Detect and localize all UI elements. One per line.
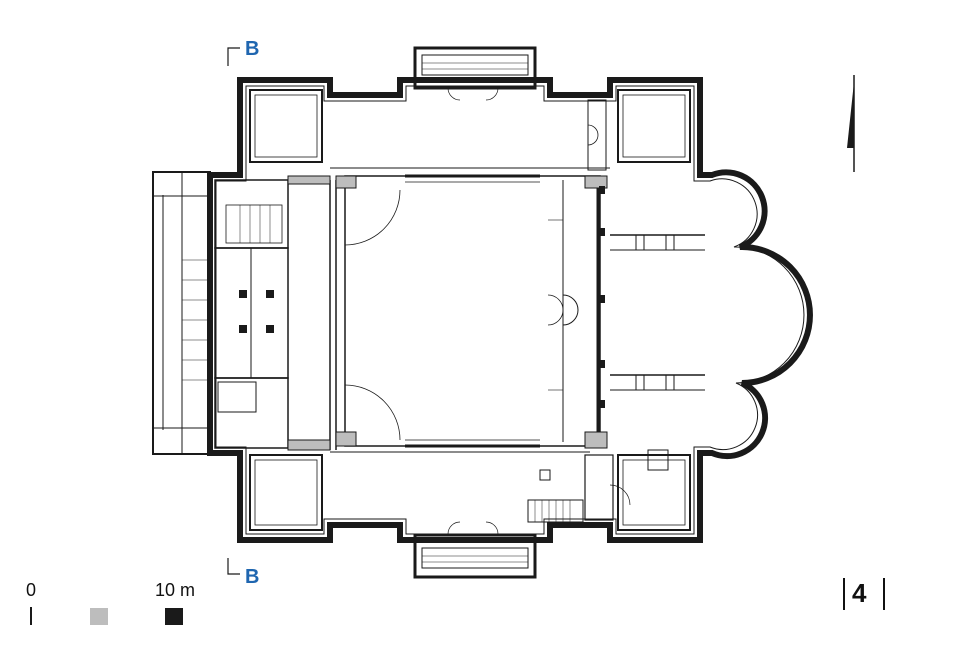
outer-wall: [207, 77, 813, 543]
scale-end-label: 10 m: [155, 580, 196, 600]
tower-sw: [249, 454, 323, 531]
scale-start-label: 0: [26, 580, 37, 600]
section-marker-bottom: B: [245, 566, 260, 588]
scale-bar: [30, 607, 183, 625]
section-cut-bottom: [227, 558, 240, 575]
south-porch: [413, 533, 537, 579]
tower-nw: [249, 89, 323, 163]
sheet-number-bracket-left: [843, 578, 845, 610]
tower-se: [617, 454, 691, 531]
scale-swatch-dark: [165, 608, 183, 625]
section-cut-top: [227, 47, 240, 66]
sheet-number-bracket-right: [883, 578, 885, 610]
section-marker-top: B: [245, 38, 260, 60]
tower-ne: [617, 89, 691, 163]
north-porch: [413, 46, 537, 90]
north-arrow-icon: [847, 75, 855, 172]
sheet-number: 4: [852, 578, 867, 608]
scale-swatch-light: [90, 608, 108, 625]
main-hall: [344, 175, 601, 447]
